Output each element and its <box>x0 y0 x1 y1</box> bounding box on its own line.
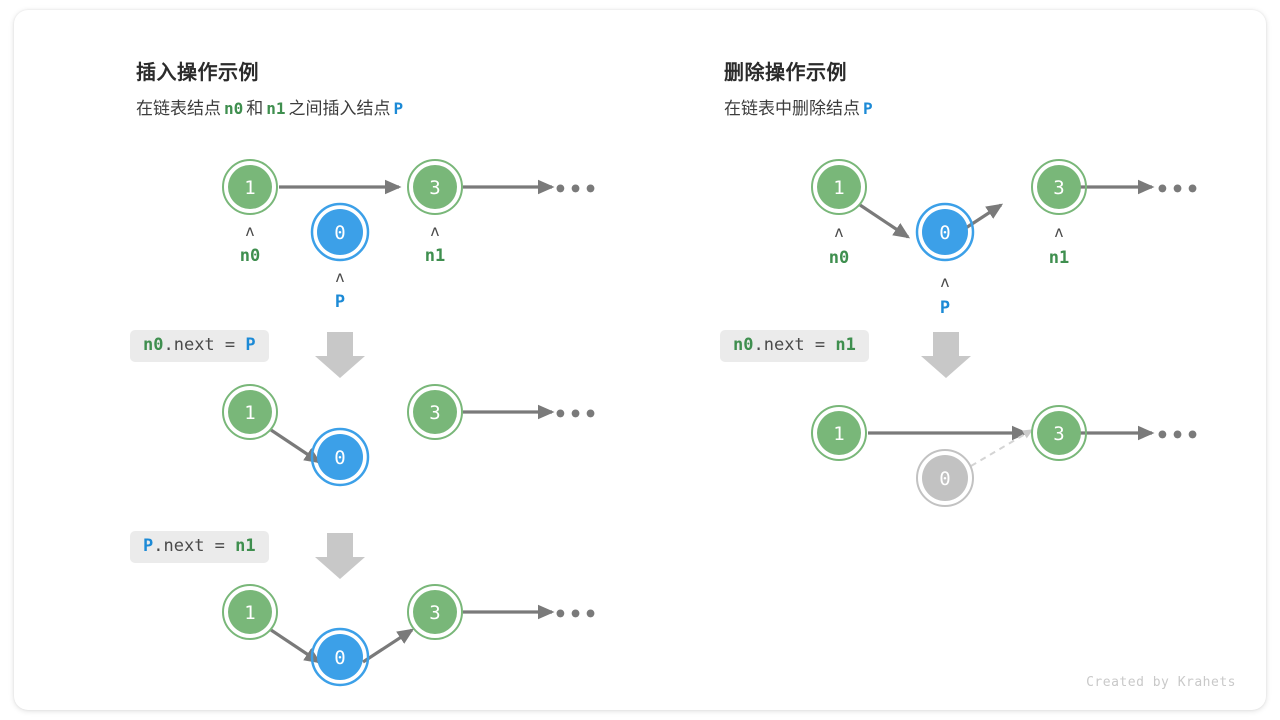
pointer-caret-n0: ʌ <box>835 223 844 241</box>
node-green-1: 1 <box>222 159 278 215</box>
node-value: 0 <box>334 222 345 244</box>
insert-row-step1: ••• 1 0 3 <box>222 384 598 487</box>
node-green-3: 3 <box>1031 405 1087 461</box>
node-value: 3 <box>429 177 440 199</box>
node-green-3: 3 <box>407 384 463 440</box>
node-value: 3 <box>1053 177 1064 199</box>
delete-row-initial: ••• 1 ʌ n0 0 ʌ P 3 <box>811 159 1200 318</box>
pointer-caret-n1: ʌ <box>431 222 440 240</box>
insert-diagram-canvas: ••• 1 ʌ n0 0 ʌ P <box>222 159 598 687</box>
pointer-caret-n0: ʌ <box>246 222 255 240</box>
code-target: P <box>143 536 154 556</box>
ellipsis-trailing: ••• <box>553 403 598 428</box>
code-field: .next = <box>163 335 246 355</box>
delete-row-after: ••• 1 0 3 <box>811 405 1200 507</box>
down-arrow-icon <box>315 332 365 378</box>
node-value: 1 <box>833 423 844 445</box>
subtitle-text-1: 在链表中删除结点 <box>724 99 860 118</box>
arrow-removed-p-to-n1 <box>970 429 1034 467</box>
ellipsis-trailing: ••• <box>1155 424 1200 449</box>
node-value: 1 <box>244 177 255 199</box>
code-label-delete-step1: n0.next = n1 <box>720 330 869 362</box>
node-value: 0 <box>334 447 345 469</box>
subtitle-ref-p: P <box>393 99 404 118</box>
subtitle-text-1: 在链表结点 <box>136 99 221 118</box>
pointer-label-p: P <box>335 292 345 312</box>
node-value: 1 <box>244 402 255 424</box>
subtitle-ref-n1: n1 <box>266 99 286 118</box>
node-blue-0: 0 <box>310 202 370 262</box>
code-label-insert-step2: P.next = n1 <box>130 531 269 563</box>
pointer-caret-p: ʌ <box>336 268 345 286</box>
code-value: n1 <box>835 335 856 355</box>
node-gray-0-removed: 0 <box>916 449 974 507</box>
node-green-3: 3 <box>407 159 463 215</box>
arrow-n0-to-p <box>859 203 911 239</box>
subtitle-text-3: 之间插入结点 <box>288 99 391 118</box>
pointer-caret-p: ʌ <box>941 273 950 291</box>
node-green-1: 1 <box>222 584 278 640</box>
code-field: .next = <box>153 536 236 556</box>
ellipsis-trailing: ••• <box>553 178 598 203</box>
node-value: 3 <box>1053 423 1064 445</box>
code-value: P <box>245 335 256 355</box>
down-arrow-icon <box>921 332 971 378</box>
footer-credit: Created by Krahets <box>1086 675 1236 690</box>
ellipsis-trailing: ••• <box>553 603 598 628</box>
code-target: n0 <box>143 335 164 355</box>
insert-panel-title: 插入操作示例 <box>136 62 259 84</box>
node-blue-0: 0 <box>915 202 975 262</box>
insert-row-step2: ••• 1 0 3 <box>222 584 598 687</box>
down-arrow-icon <box>315 533 365 579</box>
pointer-label-n1: n1 <box>1049 248 1069 268</box>
delete-panel-title: 删除操作示例 <box>724 62 847 84</box>
pointer-label-n1: n1 <box>425 246 445 266</box>
node-value: 0 <box>939 222 950 244</box>
code-value: n1 <box>235 536 256 556</box>
node-blue-0: 0 <box>310 427 370 487</box>
node-green-3: 3 <box>407 584 463 640</box>
node-value: 3 <box>429 602 440 624</box>
subtitle-text-2: 和 <box>246 99 264 118</box>
node-green-1: 1 <box>811 159 867 215</box>
ellipsis-trailing: ••• <box>1155 178 1200 203</box>
pointer-label-n0: n0 <box>240 246 260 266</box>
node-green-1: 1 <box>811 405 867 461</box>
subtitle-ref-n0: n0 <box>224 99 244 118</box>
node-value: 1 <box>244 602 255 624</box>
pointer-label-p: P <box>940 298 950 318</box>
code-field: .next = <box>753 335 836 355</box>
node-green-1: 1 <box>222 384 278 440</box>
node-blue-0: 0 <box>310 627 370 687</box>
node-value: 1 <box>833 177 844 199</box>
node-green-3: 3 <box>1031 159 1087 215</box>
pointer-label-n0: n0 <box>829 248 849 268</box>
arrow-p-to-n1 <box>362 628 415 664</box>
node-value: 0 <box>939 468 950 490</box>
code-target: n0 <box>733 335 754 355</box>
insert-row-initial: ••• 1 ʌ n0 0 ʌ P <box>222 159 598 312</box>
subtitle-ref-p: P <box>863 99 873 118</box>
node-value: 0 <box>334 647 345 669</box>
node-value: 3 <box>429 402 440 424</box>
pointer-caret-n1: ʌ <box>1055 223 1064 241</box>
delete-diagram-canvas: ••• 1 ʌ n0 0 ʌ P 3 <box>811 159 1200 507</box>
code-label-insert-step1: n0.next = P <box>130 330 269 362</box>
